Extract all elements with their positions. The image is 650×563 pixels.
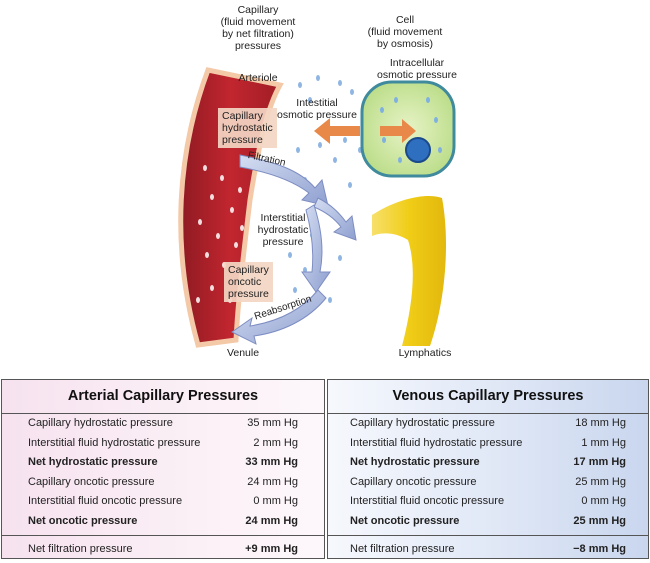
osmotic-arrow-right: [380, 119, 416, 143]
arteriole-label: Arteriole: [238, 72, 278, 84]
intracellular-label: Intracellular osmotic pressure: [377, 57, 457, 81]
table-row: Capillary hydrostatic pressure 35 mm Hg: [2, 414, 324, 434]
interstitial-osmotic-label: Intestitial osmotic pressure: [277, 97, 357, 121]
row-label: Net hydrostatic pressure: [28, 456, 158, 468]
venous-rows: Capillary hydrostatic pressure 18 mm Hg In…: [328, 414, 648, 531]
row-label: Interstitial fluid hydrostatic pressure: [28, 436, 201, 449]
pressure-tables: Arterial Capillary Pressures Capillary h…: [0, 379, 650, 559]
capillary-heading: Capillary (fluid movement by net filtrat…: [220, 4, 296, 52]
cell-droplets: [380, 97, 442, 163]
table-row: Interstitial fluid hydrostatic pressure 2…: [2, 434, 324, 454]
row-value: −8 mm Hg: [573, 543, 626, 555]
venous-pressures-table: Venous Capillary Pressures Capillary hyd…: [327, 379, 649, 559]
venule-label: Venule: [226, 347, 260, 359]
capillary-diagram: Capillary (fluid movement by net filtrat…: [178, 4, 457, 359]
cell-heading: Cell (fluid movement by osmosis): [367, 14, 443, 50]
row-value: 24 mm Hg: [247, 475, 298, 488]
row-label: Capillary hydrostatic pressure: [350, 417, 495, 429]
table-row: Interstitial fluid oncotic pressure 0 mm …: [2, 492, 324, 512]
capillary-oncotic-label: Capillary oncotic pressure: [224, 262, 273, 302]
interstitial-droplets: [288, 75, 362, 303]
row-value: 33 mm Hg: [245, 456, 298, 468]
cell-nucleus: [405, 137, 431, 163]
arterial-pressures-table: Arterial Capillary Pressures Capillary h…: [1, 379, 325, 559]
table-row: Net hydrostatic pressure 17 mm Hg: [328, 453, 648, 473]
row-label: Capillary oncotic pressure: [28, 475, 155, 488]
row-value: 17 mm Hg: [573, 456, 626, 468]
reabsorption-arrow: [231, 289, 327, 345]
arterial-rows: Capillary hydrostatic pressure 35 mm Hg In…: [2, 414, 324, 531]
capillary-hydrostatic-label: Capillary hydrostatic pressure: [218, 108, 277, 148]
table-row: Net hydrostatic pressure 33 mm Hg: [2, 453, 324, 473]
lymphatics-label: Lymphatics: [398, 347, 452, 359]
table-row: Capillary oncotic pressure 24 mm Hg: [2, 473, 324, 493]
table-row: Capillary hydrostatic pressure 18 mm Hg: [328, 414, 648, 434]
table-row: Capillary oncotic pressure 25 mm Hg: [328, 473, 648, 493]
row-label: Net oncotic pressure: [350, 514, 460, 527]
lymph-flow-arrow: [313, 197, 357, 241]
table-row: Interstitial fluid oncotic pressure 0 mm …: [328, 492, 648, 512]
row-value: +9 mm Hg: [245, 543, 298, 555]
row-value: 18 mm Hg: [575, 417, 626, 429]
row-value: 0 mm Hg: [253, 495, 298, 507]
row-label: Interstitial fluid oncotic pressure: [350, 495, 505, 507]
diagram-illustration: [178, 67, 456, 348]
row-label: Capillary oncotic pressure: [350, 475, 477, 488]
row-label: Net hydrostatic pressure: [350, 456, 480, 468]
row-value: 0 mm Hg: [581, 495, 626, 507]
row-value: 35 mm Hg: [247, 417, 298, 429]
row-value: 24 mm Hg: [245, 514, 298, 527]
row-value: 25 mm Hg: [573, 514, 626, 527]
row-label: Net filtration pressure: [350, 543, 455, 555]
lymphatic-vessel: [372, 195, 446, 346]
row-value: 2 mm Hg: [253, 436, 298, 449]
row-label: Interstitial fluid oncotic pressure: [28, 495, 183, 507]
interstitial-hydrostatic-label: Interstitial hydrostatic pressure: [257, 212, 309, 248]
table-row: Net oncotic pressure 25 mm Hg: [328, 512, 648, 532]
row-label: Net oncotic pressure: [28, 514, 138, 527]
row-value: 25 mm Hg: [575, 475, 626, 488]
venous-total-row: Net filtration pressure −8 mm Hg: [328, 535, 648, 563]
arterial-total-row: Net filtration pressure +9 mm Hg: [2, 535, 324, 563]
table-row: Net oncotic pressure 24 mm Hg: [2, 512, 324, 532]
row-label: Interstitial fluid hydrostatic pressure: [350, 436, 523, 449]
row-label: Net filtration pressure: [28, 543, 133, 555]
venous-table-title: Venous Capillary Pressures: [328, 380, 648, 414]
row-label: Capillary hydrostatic pressure: [28, 417, 173, 429]
arterial-table-title: Arterial Capillary Pressures: [2, 380, 324, 414]
osmotic-arrow-left: [314, 118, 360, 144]
row-value: 1 mm Hg: [581, 436, 626, 449]
table-row: Interstitial fluid hydrostatic pressure 1…: [328, 434, 648, 454]
